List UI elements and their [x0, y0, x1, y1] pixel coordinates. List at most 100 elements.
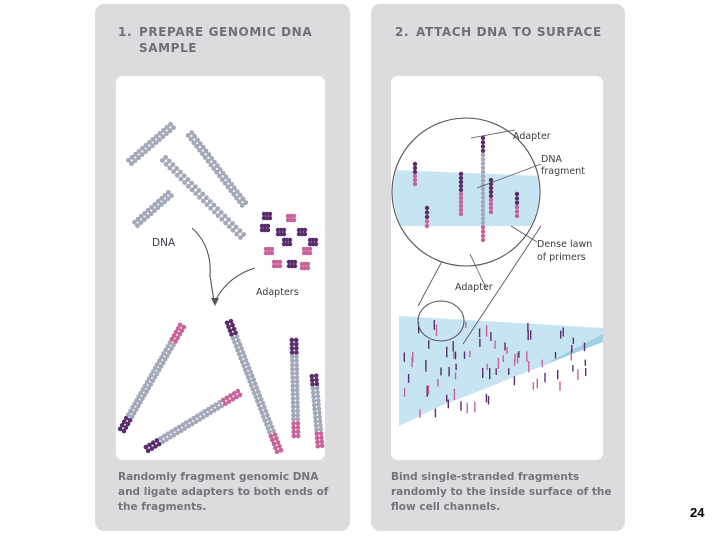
- bead: [290, 367, 295, 372]
- bead: [236, 338, 241, 344]
- bead: [310, 390, 316, 396]
- bead: [136, 394, 141, 399]
- bead: [294, 379, 300, 385]
- primer-lawn-group: [403, 320, 587, 418]
- bead: [152, 375, 158, 380]
- bead: [271, 441, 277, 447]
- bead: [154, 133, 159, 139]
- bead: [287, 241, 293, 247]
- primer: [514, 191, 520, 219]
- ligated-fragment: [224, 318, 284, 455]
- bead: [230, 336, 236, 341]
- bead: [294, 350, 299, 355]
- zoomed-strands-group: [412, 135, 520, 243]
- bead: [177, 322, 183, 328]
- bead: [295, 408, 300, 414]
- bead: [171, 169, 176, 174]
- bead: [424, 219, 430, 224]
- bead: [258, 406, 263, 412]
- bead: [217, 167, 223, 172]
- bead: [261, 414, 266, 419]
- bead: [290, 375, 295, 380]
- bead: [181, 324, 187, 330]
- bead: [480, 233, 486, 238]
- bead: [480, 169, 486, 175]
- bead: [313, 241, 319, 247]
- bead: [424, 205, 430, 211]
- ligated-fragments-group: [117, 318, 325, 455]
- bead: [244, 371, 249, 376]
- bead: [142, 210, 148, 216]
- bead: [289, 346, 295, 351]
- bead: [305, 265, 311, 271]
- bead: [256, 389, 261, 394]
- bead: [213, 402, 219, 407]
- bead: [290, 362, 295, 368]
- adapter-top-label: Adapter: [513, 131, 551, 142]
- bead: [191, 415, 196, 421]
- bead: [480, 135, 486, 141]
- bead: [235, 388, 241, 394]
- bead: [161, 127, 166, 133]
- bead: [187, 418, 193, 423]
- bead: [138, 213, 144, 219]
- bead: [237, 228, 243, 234]
- bead: [480, 140, 486, 145]
- bead: [295, 425, 301, 430]
- adapters-label: Adapters: [256, 287, 299, 298]
- dense-lawn-label-line-1: Dense lawn: [537, 239, 592, 250]
- ligated-fragment: [289, 337, 301, 439]
- bead: [156, 441, 162, 447]
- bead: [211, 202, 217, 208]
- bead: [144, 389, 149, 394]
- bead: [412, 173, 418, 179]
- bead: [195, 137, 200, 143]
- bead: [480, 148, 486, 153]
- bead: [146, 385, 151, 391]
- bead: [289, 337, 295, 343]
- bead: [291, 429, 296, 435]
- panel-2-title: 2.ATTACH DNA TO SURFACE: [395, 24, 602, 40]
- bead: [177, 332, 183, 337]
- bead: [180, 422, 185, 428]
- bead: [315, 390, 320, 395]
- bead: [458, 187, 464, 193]
- bead: [278, 447, 284, 453]
- bead: [139, 152, 145, 158]
- bead: [223, 174, 229, 180]
- bead: [181, 173, 187, 179]
- bead: [241, 232, 246, 237]
- primer: [412, 161, 418, 187]
- bead: [253, 381, 258, 387]
- dna-fragment-label-line-1: DNA: [541, 154, 562, 165]
- bead: [251, 377, 257, 383]
- bead: [265, 412, 270, 418]
- bead: [295, 417, 301, 422]
- bead: [132, 219, 137, 225]
- bead: [315, 439, 320, 445]
- bead: [167, 340, 173, 346]
- bead: [243, 358, 249, 363]
- bead: [488, 193, 494, 199]
- bead: [412, 165, 418, 171]
- bead: [309, 373, 315, 379]
- adapter-pair: [259, 223, 271, 233]
- bead: [197, 417, 202, 422]
- bead: [209, 404, 215, 410]
- bead: [134, 407, 139, 412]
- bead: [136, 148, 142, 154]
- pointer-adapter-top: [470, 129, 516, 139]
- bead: [226, 178, 232, 183]
- bead: [192, 184, 198, 190]
- primer: [458, 171, 464, 217]
- bead: [488, 201, 494, 207]
- bead: [136, 403, 141, 409]
- bead: [240, 196, 246, 202]
- adapter-pair: [301, 246, 313, 256]
- bead: [143, 444, 149, 450]
- bead: [232, 185, 237, 191]
- adapter-pair: [299, 261, 311, 271]
- bead: [319, 443, 325, 449]
- bead: [480, 195, 486, 200]
- bead: [312, 406, 317, 412]
